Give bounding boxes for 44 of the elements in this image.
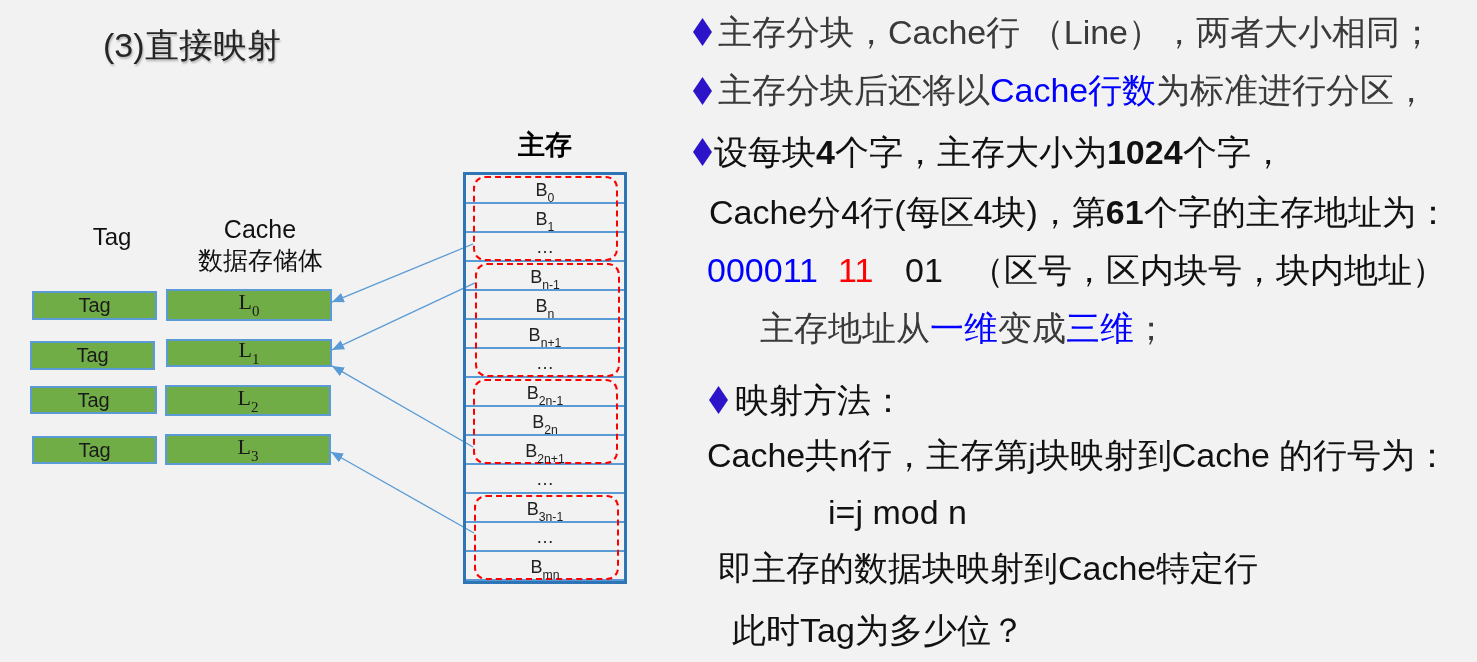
bullet-text: 映射方法： — [735, 380, 905, 420]
block-label: B$_{1}$ — [535, 207, 555, 231]
dashed-region — [473, 379, 618, 464]
address-bits: 000011 — [707, 250, 818, 290]
tag-box: Tag — [32, 436, 157, 464]
text-line: Cache共n行，主存第j块映射到Cache 的行号为： — [707, 435, 1450, 475]
arrow — [331, 282, 476, 351]
bullet-text: 主存分块后还将以Cache行数为标准进行分区， — [718, 70, 1429, 110]
block-label: B$_{n-1}$ — [530, 265, 560, 289]
block-label: B$_{3n-1}$ — [526, 497, 564, 521]
arrow — [331, 365, 474, 448]
dashed-region — [474, 495, 619, 580]
text-line: （区号，区内块号，块内地址） — [970, 250, 1446, 290]
block-label: … — [536, 525, 554, 549]
block-label: B$_{2n-1}$ — [526, 381, 564, 405]
tag-box: Tag — [30, 386, 157, 414]
dashed-region — [475, 263, 620, 377]
title: (3)直接映射 — [103, 25, 281, 65]
formula: i=j mod n — [828, 492, 967, 532]
column-heading: 主存 — [518, 129, 572, 162]
block-label: B$_{n+1}$ — [528, 323, 562, 347]
block-label: B$_{0}$ — [535, 178, 555, 202]
text-line: 即主存的数据块映射到Cache特定行 — [718, 548, 1259, 588]
bullet-text: 设每块4个字，主存大小为1024个字， — [714, 132, 1285, 172]
block-label: … — [536, 351, 554, 375]
tag-box: Tag — [32, 291, 157, 320]
dashed-region — [473, 176, 618, 261]
address-bits: 11 — [838, 250, 874, 290]
bullet-text: 主存分块，Cache行 （Line），两者大小相同； — [718, 12, 1434, 52]
arrow — [330, 451, 475, 534]
address-bits: 01 — [905, 250, 943, 290]
text-line: Cache分4行(每区4块)，第61个字的主存地址为： — [709, 192, 1450, 232]
block-label: B$_{mn}$ — [530, 555, 560, 579]
block-label: … — [536, 235, 554, 259]
column-heading: Cache 数据存储体 — [196, 214, 324, 276]
text-line: 此时Tag为多少位？ — [732, 610, 1025, 650]
column-heading: Tag — [92, 223, 132, 251]
text-line: 主存地址从一维变成三维； — [760, 308, 1168, 348]
tag-box: Tag — [30, 341, 155, 370]
arrow — [331, 243, 474, 303]
block-label: B$_{2n}$ — [532, 410, 558, 434]
block-label: B$_{2n+1}$ — [525, 439, 565, 463]
block-label: … — [536, 467, 554, 491]
block-label: B$_{n}$ — [535, 294, 555, 318]
